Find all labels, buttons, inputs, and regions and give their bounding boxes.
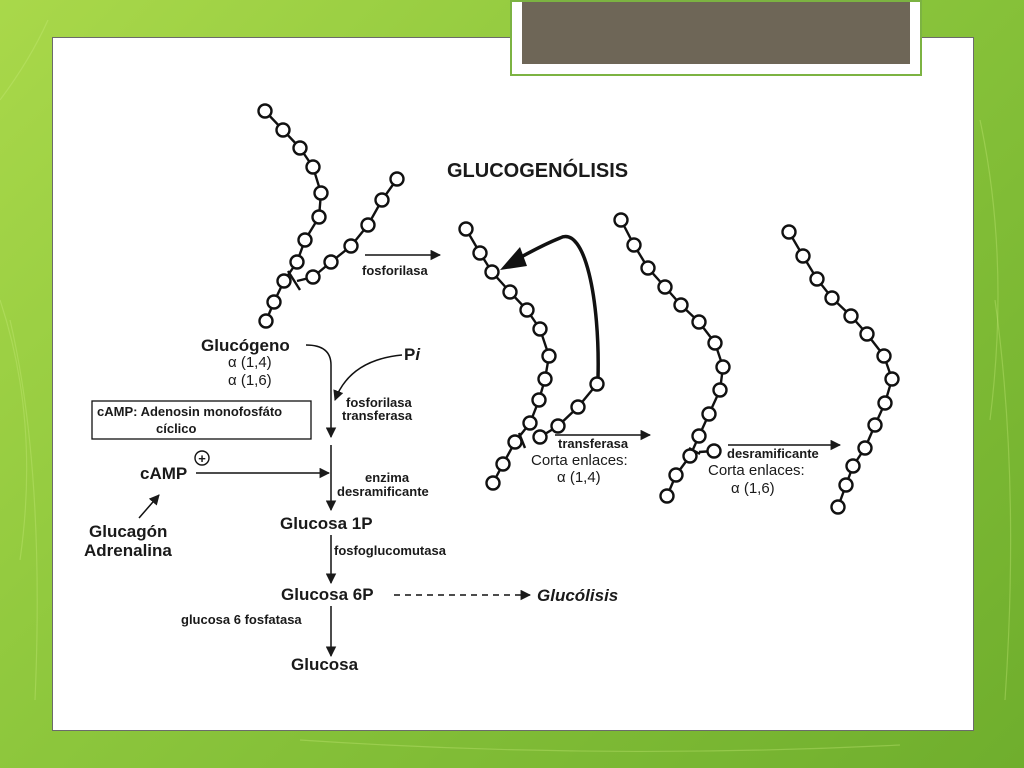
glucosa-label: Glucosa xyxy=(291,655,359,674)
glucolisis-label: Glucólisis xyxy=(537,586,618,605)
transfer-curved-arrow xyxy=(511,234,600,379)
alpha14-chain-label: α (1,4) xyxy=(557,469,601,486)
fosfoglucomutasa-label: fosfoglucomutasa xyxy=(334,543,447,558)
alpha16-label: α (1,6) xyxy=(228,372,272,389)
fosforilasa-side-label: fosforilasa xyxy=(346,395,413,410)
glycogen-branched-chain xyxy=(264,110,398,322)
adrenalina-label: Adrenalina xyxy=(84,541,172,560)
glucosa6p-label: Glucosa 6P xyxy=(281,585,374,604)
fosforilasa-top-label: fosforilasa xyxy=(362,263,429,278)
plus-sign: + xyxy=(198,451,206,466)
glucagon-arrow xyxy=(138,494,160,519)
transfer-curved-arrowhead xyxy=(500,247,527,270)
chain-after-transferasa-beads xyxy=(613,212,731,504)
glucosa1p-label: Glucosa 1P xyxy=(280,514,373,533)
pi-arrow xyxy=(333,354,403,401)
desramificante-chain-label: desramificante xyxy=(727,446,819,461)
corta-enlaces-label-1: Corta enlaces: xyxy=(531,452,628,469)
desramificante-label: desramificante xyxy=(337,484,429,499)
glycogen-chain-beads xyxy=(257,103,405,329)
title-placeholder-bar xyxy=(510,0,922,76)
chain-after-fosforilasa-beads xyxy=(458,221,605,491)
glucogeno-label: Glucógeno xyxy=(201,336,290,355)
title-placeholder-fill xyxy=(522,2,910,64)
camp-definition-line-2: cíclico xyxy=(156,421,197,436)
transferasa-chain-label: transferasa xyxy=(558,436,629,451)
glucagon-label: Glucagón xyxy=(89,522,167,541)
corta-enlaces-label-2: Corta enlaces: xyxy=(708,462,805,479)
glucosa6fosfatasa-label: glucosa 6 fosfatasa xyxy=(181,612,302,627)
enzima-label: enzima xyxy=(365,470,410,485)
pi-label: Pi xyxy=(404,345,421,364)
camp-label: cAMP xyxy=(140,464,187,483)
plus-circle-icon xyxy=(194,450,210,466)
alpha16-chain-label: α (1,6) xyxy=(731,480,775,497)
content-panel xyxy=(52,37,974,731)
chain-after-desramificante-beads xyxy=(781,224,900,515)
glucogeno-to-glucosa1p-arrow-top xyxy=(305,344,337,439)
diagram-title: GLUCOGENÓLISIS xyxy=(447,158,628,182)
camp-definition-line-1: cAMP: Adenosin monofosfáto xyxy=(97,404,282,419)
camp-definition-box xyxy=(91,400,312,440)
alpha14-label: α (1,4) xyxy=(228,354,272,371)
transferasa-side-label: transferasa xyxy=(342,408,413,423)
